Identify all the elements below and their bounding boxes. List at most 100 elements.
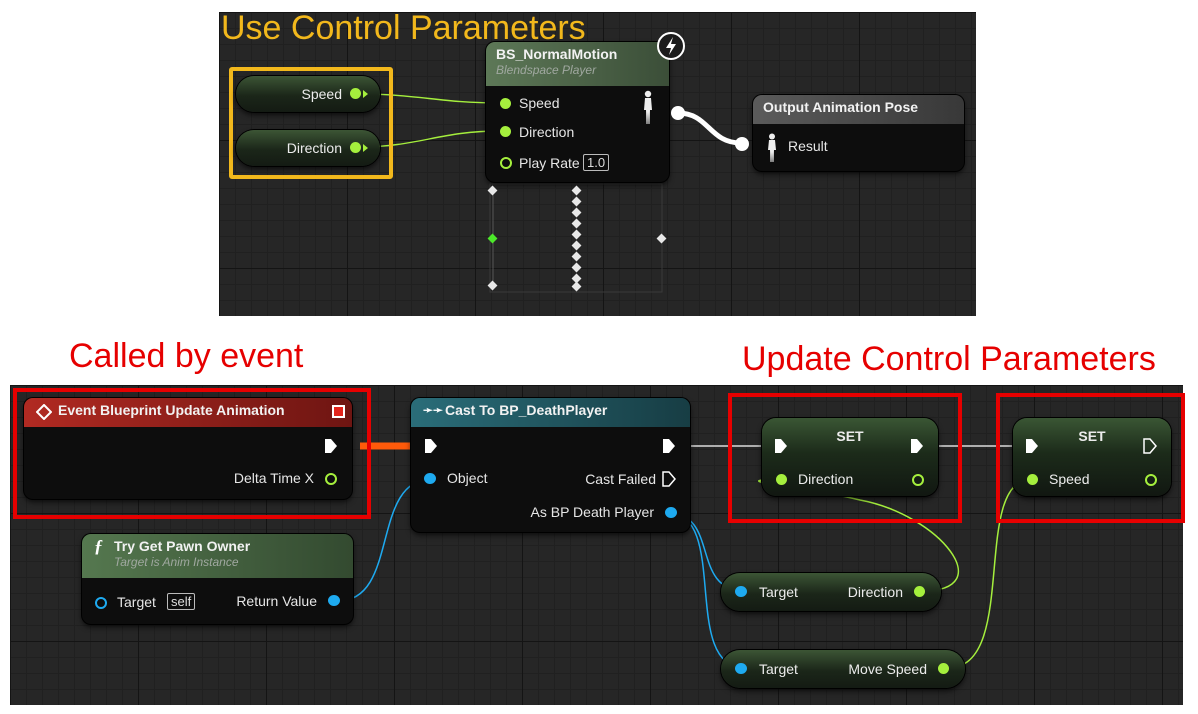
function-icon: ƒ <box>94 536 103 556</box>
pin-arrow-icon <box>363 90 368 98</box>
direction-output-pin[interactable] <box>350 142 361 153</box>
exec-out-pin[interactable] <box>324 438 338 454</box>
set2-speed-in-pin[interactable] <box>1027 474 1038 485</box>
getspeed-target-label: Target <box>759 661 798 677</box>
cast-arrow-icon: ➛➛ <box>423 403 444 417</box>
output-pose-header: Output Animation Pose <box>753 95 964 124</box>
output-pose-title: Output Animation Pose <box>763 99 919 115</box>
pose-output-pin-icon[interactable] <box>641 90 655 126</box>
speed-variable-node[interactable]: Speed <box>236 76 380 112</box>
sample-point-icon <box>571 262 582 273</box>
speed-variable-label: Speed <box>301 86 342 102</box>
try-get-pawn-owner-node[interactable]: ƒ Try Get Pawn Owner Target is Anim Inst… <box>82 534 353 624</box>
pawn-return-label: Return Value <box>236 593 317 609</box>
pose-input-pin-icon[interactable] <box>766 133 778 163</box>
pin-arrow-icon <box>363 144 368 152</box>
set-speed-node[interactable]: SET Speed <box>1013 418 1171 496</box>
set1-exec-out-pin[interactable] <box>910 438 924 454</box>
event-header: Event Blueprint Update Animation <box>24 398 352 427</box>
set1-direction-label: Direction <box>798 471 854 487</box>
blendspace-speed-pin[interactable] <box>500 98 511 109</box>
output-pose-node[interactable]: Output Animation Pose Result <box>753 95 964 171</box>
blendspace-direction-label: Direction <box>519 124 575 140</box>
pawn-title: Try Get Pawn Owner <box>114 538 251 554</box>
wire-pose <box>677 110 742 146</box>
blendspace-player-node[interactable]: BS_NormalMotion Blendspace Player Speed … <box>486 42 669 182</box>
delta-time-pin[interactable] <box>325 473 337 485</box>
set1-direction-out-pin[interactable] <box>912 474 924 486</box>
getdir-value-pin[interactable] <box>914 586 925 597</box>
sample-point-icon <box>487 185 498 196</box>
event-diamond-icon <box>36 404 52 420</box>
pawn-return-pin[interactable] <box>328 595 340 606</box>
pose-wire-cap <box>735 137 749 151</box>
cast-object-pin[interactable] <box>424 473 436 484</box>
sample-point-icon <box>571 196 582 207</box>
set-direction-node[interactable]: SET Direction <box>762 418 938 496</box>
cast-exec-in-pin[interactable] <box>424 438 438 454</box>
pawn-header: ƒ Try Get Pawn Owner Target is Anim Inst… <box>82 534 353 578</box>
sample-point-icon <box>571 281 582 292</box>
getdir-target-pin[interactable] <box>735 586 747 597</box>
control-variables-highlight <box>229 67 393 179</box>
set2-exec-in-pin[interactable] <box>1025 438 1039 454</box>
get-move-speed-node[interactable]: Target Move Speed <box>721 650 965 688</box>
blendspace-title: BS_NormalMotion <box>496 46 618 62</box>
cast-object-label: Object <box>447 470 488 486</box>
getspeed-value-pin[interactable] <box>938 663 949 674</box>
event-title: Event Blueprint Update Animation <box>58 402 285 418</box>
anim-graph-canvas[interactable]: Use Control Parameters Speed Direction B… <box>219 9 976 316</box>
blendspace-subtitle: Blendspace Player <box>496 63 597 77</box>
sample-point-icon <box>571 207 582 218</box>
cast-as-pin[interactable] <box>665 507 677 518</box>
event-highlight <box>13 388 371 519</box>
cast-failed-label: Cast Failed <box>585 471 656 487</box>
sample-point-icon <box>571 229 582 240</box>
sample-point-icon <box>571 251 582 262</box>
blendspace-direction-pin[interactable] <box>500 126 511 137</box>
play-rate-input[interactable]: 1.0 <box>583 154 610 171</box>
cast-failed-exec-pin[interactable] <box>662 471 676 487</box>
event-graph-canvas[interactable]: Event Blueprint Update Animation Delta T… <box>10 385 1185 705</box>
set2-speed-label: Speed <box>1049 471 1090 487</box>
pawn-subtitle: Target is Anim Instance <box>114 555 239 569</box>
use-control-parameters-label: Use Control Parameters <box>221 9 586 47</box>
delta-time-label: Delta Time X <box>233 470 314 486</box>
get-direction-node[interactable]: Target Direction <box>721 573 941 611</box>
set2-title: SET <box>1078 428 1106 444</box>
stop-icon <box>332 405 345 418</box>
sample-point-icon <box>487 280 498 291</box>
blendspace-header: BS_NormalMotion Blendspace Player <box>486 42 669 86</box>
getspeed-target-pin[interactable] <box>735 663 747 674</box>
speed-output-pin[interactable] <box>350 88 361 99</box>
set1-exec-in-pin[interactable] <box>774 438 788 454</box>
cast-to-bp-deathplayer-node[interactable]: ➛➛ Cast To BP_DeathPlayer Object Cast Fa… <box>411 398 690 532</box>
cast-as-label: As BP Death Player <box>530 504 654 520</box>
set2-exec-out-pin[interactable] <box>1143 438 1157 454</box>
event-update-animation-node[interactable]: Event Blueprint Update Animation Delta T… <box>24 398 352 499</box>
direction-variable-label: Direction <box>286 140 342 156</box>
direction-variable-node[interactable]: Direction <box>236 130 380 166</box>
set2-speed-out-pin[interactable] <box>1145 474 1157 486</box>
blendspace-playrate-label: Play Rate <box>519 155 580 171</box>
set-speed-highlight <box>996 393 1185 523</box>
blendspace-speed-label: Speed <box>519 95 560 111</box>
pawn-target-label: Target <box>117 594 156 610</box>
set-direction-highlight <box>728 393 962 523</box>
cast-header: ➛➛ Cast To BP_DeathPlayer <box>411 398 690 427</box>
getspeed-value-label: Move Speed <box>848 661 927 677</box>
blendspace-playrate-pin[interactable] <box>500 157 512 169</box>
output-result-label: Result <box>788 138 828 154</box>
pawn-self-input[interactable]: self <box>167 593 196 610</box>
current-sample-icon <box>487 233 498 244</box>
pawn-target-pin[interactable] <box>95 597 107 609</box>
called-by-event-label: Called by event <box>69 337 304 375</box>
sample-point-icon <box>656 233 667 244</box>
set1-direction-in-pin[interactable] <box>776 474 787 485</box>
cast-exec-out-pin[interactable] <box>662 438 676 454</box>
set1-title: SET <box>836 428 864 444</box>
getdir-value-label: Direction <box>847 584 903 600</box>
sample-point-icon <box>571 240 582 251</box>
cast-title: Cast To BP_DeathPlayer <box>445 402 608 418</box>
getdir-target-label: Target <box>759 584 798 600</box>
